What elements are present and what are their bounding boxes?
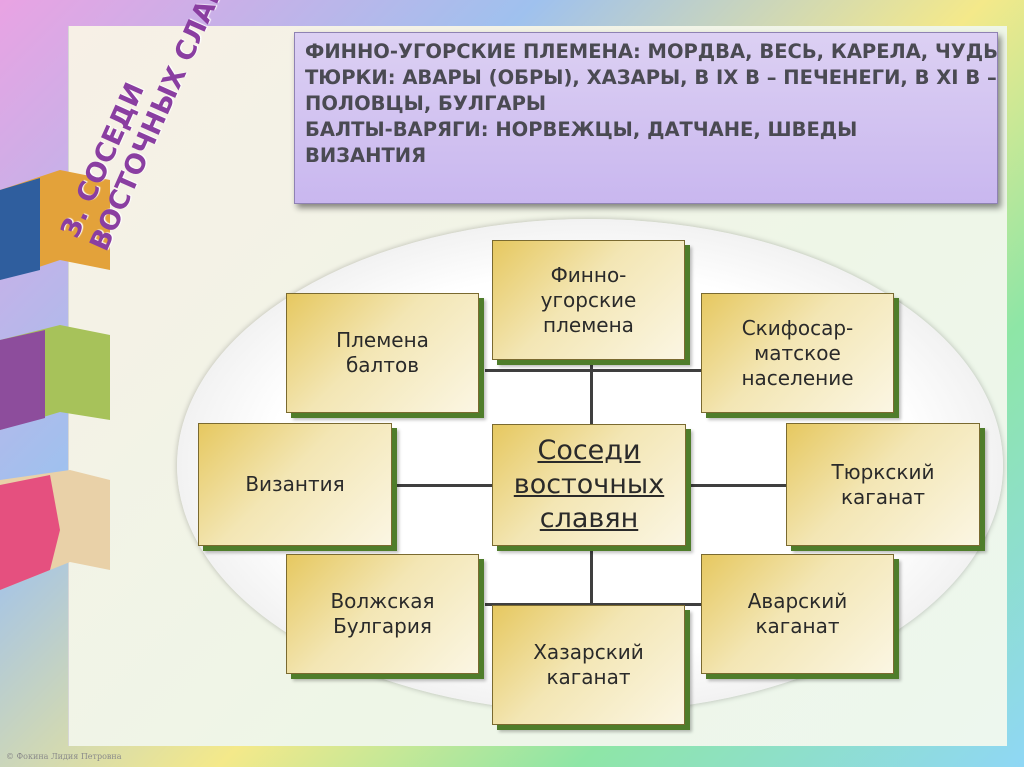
node-label: Волжская Булгария	[330, 589, 435, 638]
connector-horizontal-top	[485, 369, 705, 372]
footer-credit: © Фокина Лидия Петровна	[6, 752, 122, 761]
node-baltic-tribes: Племена балтов	[286, 293, 479, 413]
node-label: Племена балтов	[336, 328, 429, 377]
title-line-5: Византия	[305, 144, 427, 167]
node-label: Финно- угорские племена	[540, 262, 637, 337]
node-label: Хазарский каганат	[533, 640, 644, 689]
title-line-1: Финно-угорские племена: мордва, весь, ка…	[305, 40, 999, 63]
center-label: Соседи восточных славян	[513, 435, 665, 534]
connector-vertical-top	[590, 360, 593, 425]
node-label: Тюркский каганат	[831, 459, 935, 509]
title-box: Финно-угорские племена: мордва, весь, ка…	[294, 32, 998, 204]
node-label: Византия	[245, 472, 345, 496]
title-line-4: Балты-варяги: норвежцы, датчане, шведы	[305, 118, 858, 141]
node-center: Соседи восточных славян	[492, 424, 686, 546]
title-line-3: половцы, булгары	[305, 92, 547, 115]
connector-vertical-bottom	[590, 545, 593, 610]
decorative-ribbons	[0, 170, 110, 590]
node-scytho-sarmatian: Скифосар- матское население	[701, 293, 894, 413]
node-avar-khaganate: Аварский каганат	[701, 554, 894, 674]
node-khazar-khaganate: Хазарский каганат	[492, 605, 685, 725]
node-label: Скифосар- матское население	[741, 315, 854, 390]
node-byzantium: Византия	[198, 423, 392, 546]
connector-horizontal-bottom	[485, 603, 705, 606]
node-label: Аварский каганат	[747, 589, 848, 638]
node-volga-bulgaria: Волжская Булгария	[286, 554, 479, 674]
node-turkic-khaganate: Тюркский каганат	[786, 423, 980, 546]
title-line-2: Тюрки: авары (обры), хазары, в IX в – пе…	[305, 66, 997, 89]
node-finno-ugric-tribes: Финно- угорские племена	[492, 240, 685, 360]
